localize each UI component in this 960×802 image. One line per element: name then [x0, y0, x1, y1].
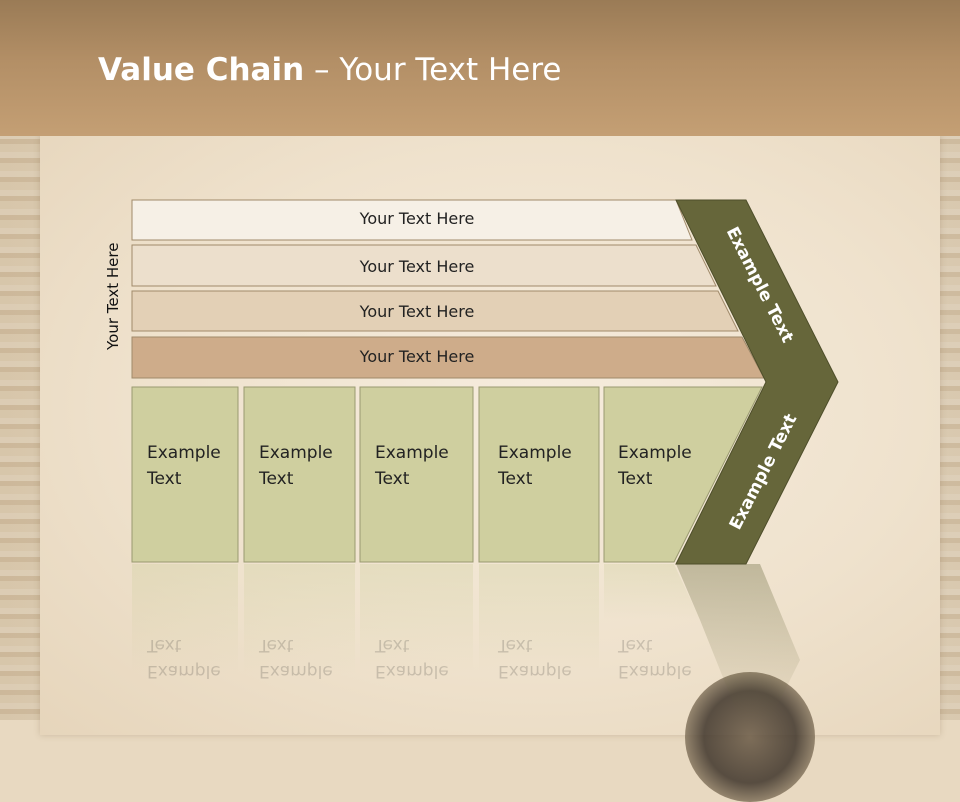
- support-bar-2[interactable]: [131, 244, 717, 287]
- support-bar-4-label: Your Text Here: [359, 347, 475, 366]
- col1-refl-line2: Text: [147, 635, 182, 655]
- activity-column-1-label: Example Text: [147, 440, 247, 492]
- col5-refl-line2: Text: [618, 635, 653, 655]
- col1-line1: Example: [147, 443, 221, 463]
- activity-column-1[interactable]: [131, 386, 239, 563]
- col3-line1: Example: [375, 443, 449, 463]
- support-bar-1[interactable]: [131, 199, 693, 241]
- reflection-3: [360, 564, 473, 674]
- activity-column-3-label: Example Text: [375, 440, 475, 492]
- activity-column-1-reflection-text: Example Text: [147, 632, 247, 684]
- activity-column-3-reflection-text: Example Text: [375, 632, 475, 684]
- margin-chevron[interactable]: [675, 199, 839, 565]
- activity-column-2-label: Example Text: [259, 440, 359, 492]
- activity-column-2[interactable]: [243, 386, 356, 563]
- chevron-reflection: [676, 564, 800, 720]
- col3-refl-line1: Example: [375, 661, 449, 681]
- title-rest: – Your Text Here: [304, 52, 562, 88]
- activity-column-5[interactable]: [603, 386, 763, 563]
- col4-refl-line2: Text: [498, 635, 533, 655]
- col2-line1: Example: [259, 443, 333, 463]
- activity-column-5-label: Example Text: [618, 440, 718, 492]
- col4-line2: Text: [498, 469, 533, 489]
- support-bar-2-label: Your Text Here: [359, 257, 475, 276]
- activity-column-2-reflection-text: Example Text: [259, 632, 359, 684]
- col2-line2: Text: [259, 469, 294, 489]
- reflection-2: [244, 564, 355, 674]
- col3-refl-line2: Text: [375, 635, 410, 655]
- support-bar-3-label: Your Text Here: [359, 302, 475, 321]
- title-bold: Value Chain: [98, 52, 305, 88]
- col5-refl-line1: Example: [618, 661, 692, 681]
- col5-line2: Text: [618, 469, 653, 489]
- col5-line1: Example: [618, 443, 692, 463]
- slide-title[interactable]: Value Chain – Your Text Here: [98, 52, 561, 88]
- col4-refl-line1: Example: [498, 661, 572, 681]
- reflection-4: [479, 564, 599, 674]
- col2-refl-line2: Text: [259, 635, 294, 655]
- support-bar-3[interactable]: [131, 290, 739, 332]
- col4-line1: Example: [498, 443, 572, 463]
- col1-line2: Text: [147, 469, 182, 489]
- value-chain-diagram: [131, 199, 839, 720]
- activity-column-4-label: Example Text: [498, 440, 598, 492]
- title-bar: [0, 0, 960, 136]
- col1-refl-line1: Example: [147, 661, 221, 681]
- activity-column-5-reflection-text: Example Text: [618, 632, 718, 684]
- support-bar-1-label: Your Text Here: [359, 209, 475, 228]
- activity-column-4-reflection-text: Example Text: [498, 632, 598, 684]
- activity-column-3[interactable]: [359, 386, 474, 563]
- col3-line2: Text: [375, 469, 410, 489]
- reflection-5: [604, 564, 700, 620]
- col2-refl-line1: Example: [259, 661, 333, 681]
- reflection-1: [132, 564, 238, 674]
- activity-column-4[interactable]: [478, 386, 600, 563]
